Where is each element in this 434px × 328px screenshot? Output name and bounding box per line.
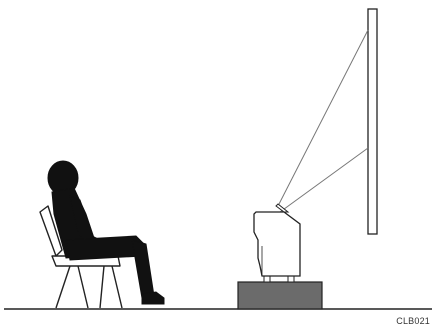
chair-leg-back-left bbox=[99, 265, 105, 309]
chair-leg-front-left bbox=[55, 265, 71, 309]
chair-leg-front-right bbox=[77, 265, 89, 309]
projector-body bbox=[253, 211, 301, 277]
viewer-silhouette bbox=[47, 160, 165, 305]
projector-lens bbox=[275, 203, 290, 213]
viewer-foot bbox=[141, 291, 165, 305]
chair-leg-back-right bbox=[111, 265, 123, 309]
chair-backrest bbox=[39, 205, 63, 257]
projection-screen bbox=[367, 8, 378, 235]
projector-stand bbox=[237, 281, 323, 310]
projector-foot-right bbox=[287, 275, 295, 283]
projector-foot-left bbox=[263, 275, 271, 283]
projection-rays bbox=[277, 29, 369, 213]
projection-ray-top bbox=[277, 29, 369, 207]
figure-code: CLB021 bbox=[396, 316, 430, 326]
viewer-shin bbox=[131, 239, 155, 299]
projection-ray-bottom bbox=[279, 147, 369, 213]
